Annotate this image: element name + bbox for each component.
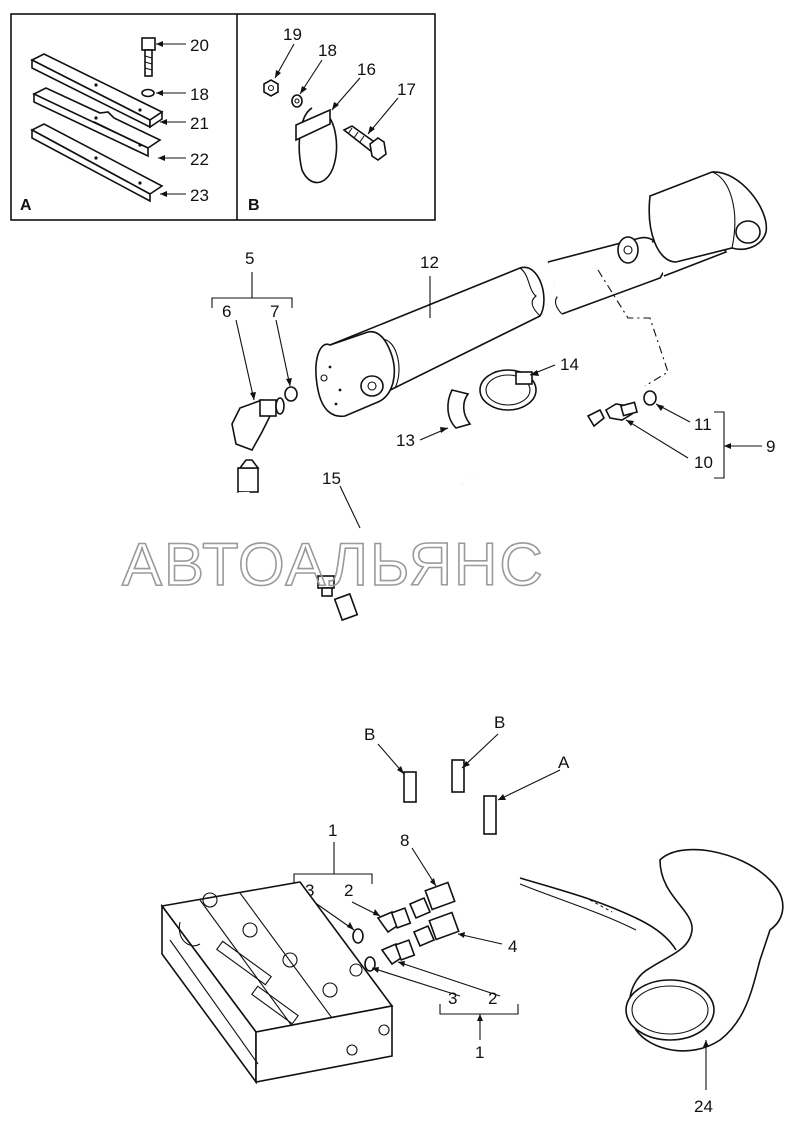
hose-end-8 — [408, 881, 456, 920]
callout-19: 19 — [283, 25, 302, 44]
inset-frame — [10, 13, 436, 221]
nut-19 — [263, 79, 279, 97]
hose-end-4 — [412, 911, 460, 948]
callout-23: 23 — [190, 186, 209, 205]
hose-clamp-14 — [479, 369, 537, 411]
o-ring-3-lower — [364, 956, 376, 972]
callout-5: 5 — [245, 249, 254, 268]
callout-3-top: 3 — [305, 881, 314, 900]
washer-18-b — [291, 94, 303, 108]
o-ring-7 — [284, 386, 298, 402]
adapter-2-lower — [380, 939, 416, 966]
callout-22: 22 — [190, 150, 209, 169]
callout-21: 21 — [190, 114, 209, 133]
washer-18 — [141, 88, 155, 98]
hose-main — [237, 459, 530, 906]
inset-a-label: A — [20, 197, 32, 214]
hose-secondary — [333, 592, 520, 924]
callout-1-bottom: 1 — [475, 1043, 484, 1062]
inset-a-parts — [30, 37, 186, 203]
callout-15: 15 — [322, 469, 341, 488]
callout-18-inset-a: 18 — [190, 85, 209, 104]
callout-3-bottom: 3 — [448, 989, 457, 1008]
callout-2-bottom: 2 — [488, 989, 497, 1008]
bolt-20-head — [141, 37, 156, 51]
inset-b-parts — [263, 43, 399, 184]
o-ring-11 — [643, 390, 657, 406]
callout-1-top: 1 — [328, 821, 337, 840]
o-ring-3-upper — [352, 928, 364, 944]
bracket-13 — [447, 389, 472, 429]
clip-b-2 — [451, 759, 465, 793]
callout-b-1: B — [364, 725, 375, 744]
cylinder-12 — [315, 171, 768, 418]
tube-15 — [317, 408, 606, 597]
callout-b-2: B — [494, 713, 505, 732]
callout-18-inset-b: 18 — [318, 41, 337, 60]
callout-2-top: 2 — [344, 881, 353, 900]
watermark-text: АВТОАЛЬЯНС — [122, 531, 545, 598]
clamp-a — [483, 795, 497, 835]
inset-b-label: B — [248, 197, 260, 214]
callout-4: 4 — [508, 937, 517, 956]
boot-24 — [625, 848, 784, 1052]
control-valve-bank — [160, 881, 394, 1085]
callout-6: 6 — [222, 302, 231, 321]
callout-a: A — [558, 753, 570, 772]
callout-7: 7 — [270, 302, 279, 321]
callout-9: 9 — [766, 437, 775, 456]
fitting-10 — [604, 401, 639, 421]
callout-20: 20 — [190, 36, 209, 55]
callout-16: 16 — [357, 60, 376, 79]
clip-b-1 — [403, 771, 417, 803]
callout-12: 12 — [420, 253, 439, 272]
alignment-guide — [597, 269, 669, 387]
cable — [519, 877, 677, 951]
callout-10: 10 — [694, 453, 713, 472]
adapter-2-upper — [376, 907, 412, 934]
callout-14: 14 — [560, 355, 579, 374]
callout-24: 24 — [694, 1097, 713, 1116]
elbow-fitting-6 — [231, 397, 285, 451]
callout-8: 8 — [400, 831, 409, 850]
callout-17: 17 — [397, 80, 416, 99]
callout-13: 13 — [396, 431, 415, 450]
callout-11: 11 — [694, 415, 712, 434]
